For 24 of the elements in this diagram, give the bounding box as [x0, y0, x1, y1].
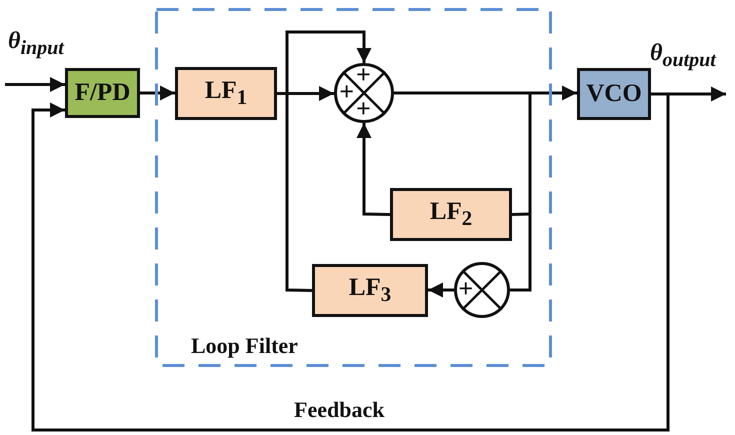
connector-line	[394, 92, 532, 292]
summing-junction	[454, 262, 510, 318]
arrow	[140, 86, 175, 100]
edge-label: θ$_{output}$	[650, 40, 716, 72]
arrow	[277, 86, 334, 101]
arrow	[286, 30, 372, 292]
plus-sign: +	[356, 65, 371, 86]
plus-sign: +	[339, 82, 354, 102]
arrow	[32, 92, 670, 432]
plus-sign: +	[458, 279, 474, 299]
arrow	[356, 123, 390, 216]
detector-box: F/PD	[65, 68, 140, 118]
arrow	[5, 77, 65, 92]
region-label: Loop Filter	[191, 333, 298, 359]
oscillator-box: VCO	[577, 68, 651, 120]
plus-sign: +	[356, 98, 371, 119]
filter-box: LF$_{3}$	[312, 264, 428, 317]
edge-label: θ$_{input}$	[8, 28, 64, 60]
arrow	[428, 282, 454, 298]
loop-filter-region	[155, 8, 552, 367]
edge-label: Feedback	[294, 397, 384, 423]
summing-junction	[334, 63, 394, 123]
filter-box: LF$_{2}$	[390, 188, 512, 241]
filter-box: LF$_{1}$	[175, 67, 277, 120]
